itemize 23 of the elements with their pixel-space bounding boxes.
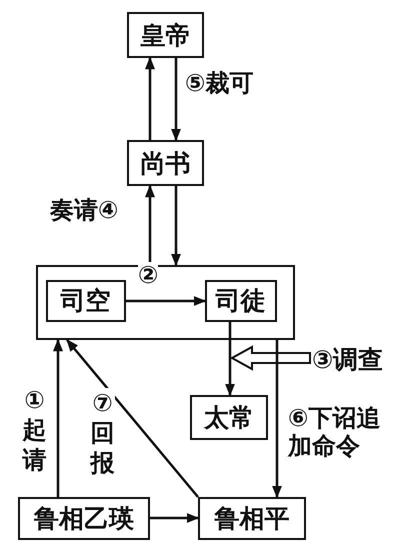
- group-box: [36, 265, 295, 340]
- arrow: [150, 513, 200, 523]
- arrow: [171, 58, 181, 142]
- arrow: [126, 296, 206, 306]
- office-box: 鲁相乙瑛: [18, 497, 150, 540]
- office-box: 司空: [46, 280, 126, 322]
- office-box: 司徒: [204, 280, 276, 322]
- arrow: [66, 339, 199, 498]
- office-box: 太常: [190, 395, 268, 440]
- hollow-arrow: [230, 345, 311, 371]
- arrow: [225, 322, 235, 396]
- step-label: ③调查: [312, 343, 412, 375]
- office-box: 尚书: [127, 140, 204, 186]
- edge-label: 奏请④: [50, 197, 118, 225]
- arrow: [145, 56, 155, 140]
- arrow: [145, 184, 155, 265]
- arrow: [171, 186, 181, 266]
- arrow: [272, 340, 282, 498]
- office-box: 鲁相平: [198, 497, 306, 540]
- office-box: 皇帝: [127, 12, 204, 58]
- edge-label: ⑤裁可: [185, 70, 254, 98]
- arrow: [53, 338, 63, 497]
- edge-label: ⑦回报: [90, 388, 116, 478]
